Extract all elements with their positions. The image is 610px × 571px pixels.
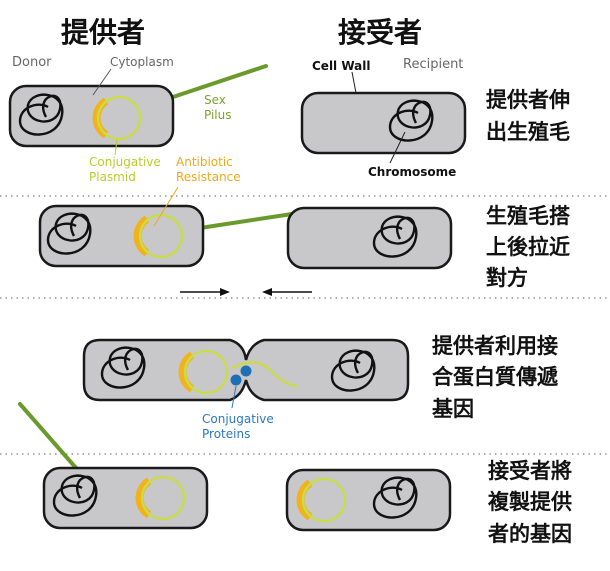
label-antibiotic-resistance-1: Antibiotic (176, 155, 233, 169)
donor-cell (8, 84, 175, 148)
arrow-right (180, 288, 230, 296)
recipient-header: 接受者 (338, 16, 422, 49)
step-4-line-3: 者的基因 (488, 521, 572, 546)
recipient-cell (286, 206, 453, 270)
label-chromosome: Chromosome (368, 165, 456, 179)
recipient-cell (285, 468, 452, 532)
pointer-cell-wall (351, 71, 357, 94)
conjugative-protein (230, 374, 242, 386)
arrow-left (262, 288, 312, 296)
step-3-line-1: 提供者利用接 (432, 333, 558, 358)
sex-pilus (168, 64, 268, 100)
label-donor: Donor (12, 55, 52, 70)
step-1-line-1: 提供者伸 (486, 87, 570, 112)
step-3-line-3: 基因 (432, 396, 474, 421)
conjugative-protein (240, 365, 252, 377)
label-antibiotic-resistance-2: Resistance (176, 170, 241, 184)
conjugative-plasmid (183, 349, 229, 395)
step-4-line-1: 接受者將 (488, 458, 572, 483)
label-cell-wall: Cell Wall (312, 59, 370, 73)
pointer-chromosome (389, 131, 406, 164)
donor-header: 提供者 (61, 16, 145, 49)
resistance-gene (133, 215, 150, 257)
pointer-proteins (231, 385, 237, 409)
step-3-line-2: 合蛋白質傳遞 (432, 364, 559, 389)
label-sex-pilus-1: Sex (204, 93, 226, 107)
pointer-plasmid (114, 139, 118, 156)
donor-cell (38, 204, 205, 268)
row-3: Conjugative Proteins 提供者利用接 合蛋白質傳遞 基因 (82, 333, 559, 441)
step-2-line-2: 上後拉近 (486, 234, 570, 259)
step-1-line-2: 出生殖毛 (486, 119, 570, 144)
label-sex-pilus-2: Pilus (204, 108, 232, 122)
copied-plasmid (301, 477, 347, 523)
resistance-gene (178, 351, 195, 393)
label-conjugative-plasmid-1: Conjugative (89, 155, 161, 169)
label-conjugative-proteins-2: Proteins (202, 427, 250, 441)
sex-pilus-attached (198, 212, 294, 230)
recipient-cell (300, 91, 467, 155)
step-2-line-1: 生殖毛搭 (486, 203, 570, 228)
copied-resistance-gene (296, 479, 313, 521)
step-4-line-2: 複製提供 (487, 489, 572, 514)
label-conjugative-plasmid-2: Plasmid (89, 170, 136, 184)
transferring-dna (231, 361, 299, 388)
step-2-line-3: 對方 (486, 265, 528, 290)
label-conjugative-proteins-1: Conjugative (202, 412, 274, 426)
label-recipient: Recipient (403, 57, 463, 72)
retracted-pilus (18, 402, 78, 470)
conjugative-plasmid (140, 475, 186, 521)
row-2: 生殖毛搭 上後拉近 對方 (38, 186, 570, 296)
pointer-resistance (153, 186, 179, 227)
pointer-cytoplasm (92, 68, 112, 96)
conjugative-plasmid (96, 95, 142, 141)
row-1: Donor Cytoplasm Sex Pilus Cell Wall Reci… (8, 55, 570, 184)
resistance-gene (135, 477, 152, 519)
row-4: 接受者將 複製提供 者的基因 (18, 402, 572, 546)
label-cytoplasm: Cytoplasm (110, 55, 174, 69)
